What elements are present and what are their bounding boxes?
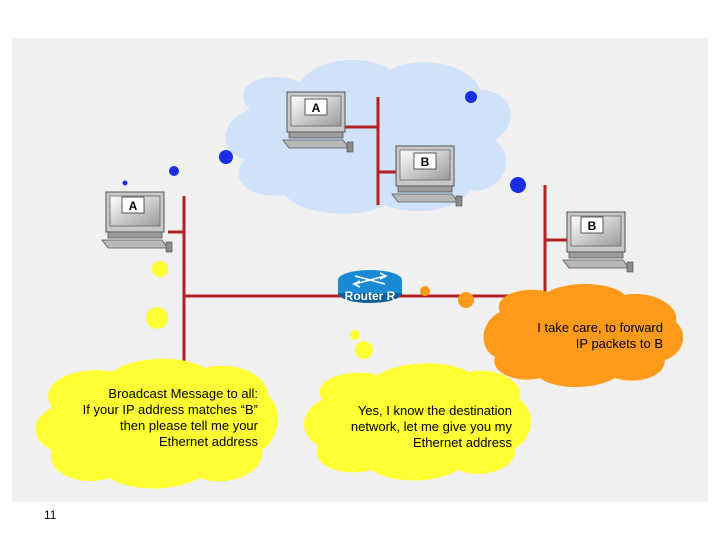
remote-network-cloud — [225, 59, 511, 214]
router-reply-bubble — [304, 363, 531, 481]
host-local-a[interactable]: A — [101, 191, 173, 253]
router-arrows-icon — [352, 272, 388, 288]
slide-number: 11 — [44, 508, 57, 522]
blue-dots — [122, 91, 526, 193]
broadcast-bubble — [35, 358, 278, 489]
host-remote-a[interactable]: A — [282, 91, 354, 153]
yellow-dots — [146, 261, 373, 359]
forward-bubble — [483, 284, 684, 387]
router-r[interactable]: Router R — [338, 270, 402, 303]
host-remote-b[interactable]: B — [391, 145, 463, 207]
forward-bubble-text: I take care, to forward IP packets to B — [537, 320, 663, 351]
host-local-b[interactable]: B — [562, 211, 634, 273]
host-remote-a-label: A — [312, 101, 321, 115]
host-local-a-label: A — [129, 199, 138, 213]
router-reply-bubble-text: Yes, I know the destination network, let… — [350, 403, 512, 450]
orange-dots — [420, 286, 474, 308]
host-remote-b-label: B — [421, 155, 430, 169]
host-local-b-label: B — [588, 219, 597, 233]
router-label: Router R — [345, 289, 396, 303]
broadcast-bubble-text: Broadcast Message to all: If your IP add… — [82, 386, 258, 449]
